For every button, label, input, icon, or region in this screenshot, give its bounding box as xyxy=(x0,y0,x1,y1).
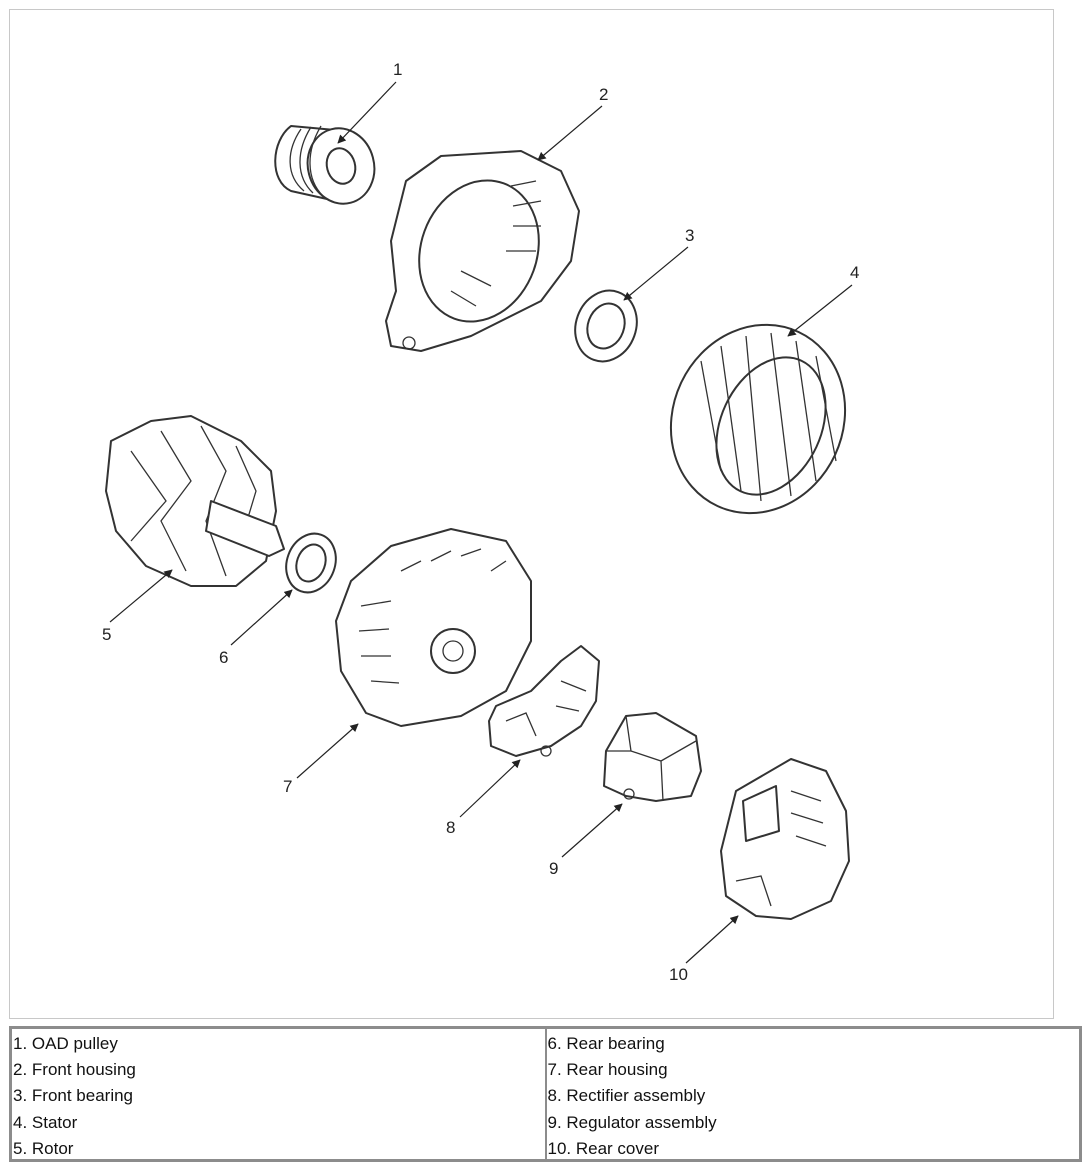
oad-pulley-part xyxy=(274,125,376,205)
exploded-view-diagram: 1 2 3 4 5 6 7 8 9 10 xyxy=(9,9,1054,1019)
leader-lines xyxy=(109,81,853,964)
legend-item: 4. Stator xyxy=(13,1112,78,1132)
regulator-assembly-part xyxy=(603,712,702,802)
rotor-part xyxy=(105,415,285,587)
stator-part xyxy=(669,323,847,515)
rear-bearing-part xyxy=(285,532,337,594)
callout-4: 4 xyxy=(850,263,859,282)
legend-item: 10. Rear cover xyxy=(547,1138,660,1158)
callout-1: 1 xyxy=(393,60,402,79)
rectifier-assembly-part xyxy=(488,645,600,757)
parts-legend-table: 1. OAD pulley 2. Front housing 3. Front … xyxy=(9,1026,1082,1162)
front-housing-part xyxy=(385,150,580,352)
callout-5: 5 xyxy=(102,625,111,644)
rear-cover-part xyxy=(720,758,850,920)
callout-8: 8 xyxy=(446,818,455,837)
callout-2: 2 xyxy=(599,85,608,104)
rear-housing-part xyxy=(335,528,532,727)
legend-item: 8. Rectifier assembly xyxy=(547,1086,706,1106)
front-bearing-part xyxy=(574,289,638,363)
legend-item: 6. Rear bearing xyxy=(547,1034,665,1053)
callout-6: 6 xyxy=(219,648,228,667)
diagram-canvas: 1 2 3 4 5 6 7 8 9 10 xyxy=(102,60,859,984)
callout-9: 9 xyxy=(549,859,558,878)
legend-column-right: 6. Rear bearing 7. Rear housing 8. Recti… xyxy=(544,1029,1080,1159)
callout-3: 3 xyxy=(685,226,694,245)
legend-item: 1. OAD pulley xyxy=(13,1034,118,1053)
legend-item: 3. Front bearing xyxy=(13,1086,134,1106)
legend-item: 9. Regulator assembly xyxy=(547,1112,717,1132)
legend-item: 7. Rear housing xyxy=(547,1060,668,1080)
callout-10: 10 xyxy=(669,965,688,984)
legend-item: 5. Rotor xyxy=(13,1138,74,1158)
legend-item: 2. Front housing xyxy=(13,1060,136,1080)
callout-7: 7 xyxy=(283,777,292,796)
legend-column-left: 1. OAD pulley 2. Front housing 3. Front … xyxy=(12,1029,545,1159)
